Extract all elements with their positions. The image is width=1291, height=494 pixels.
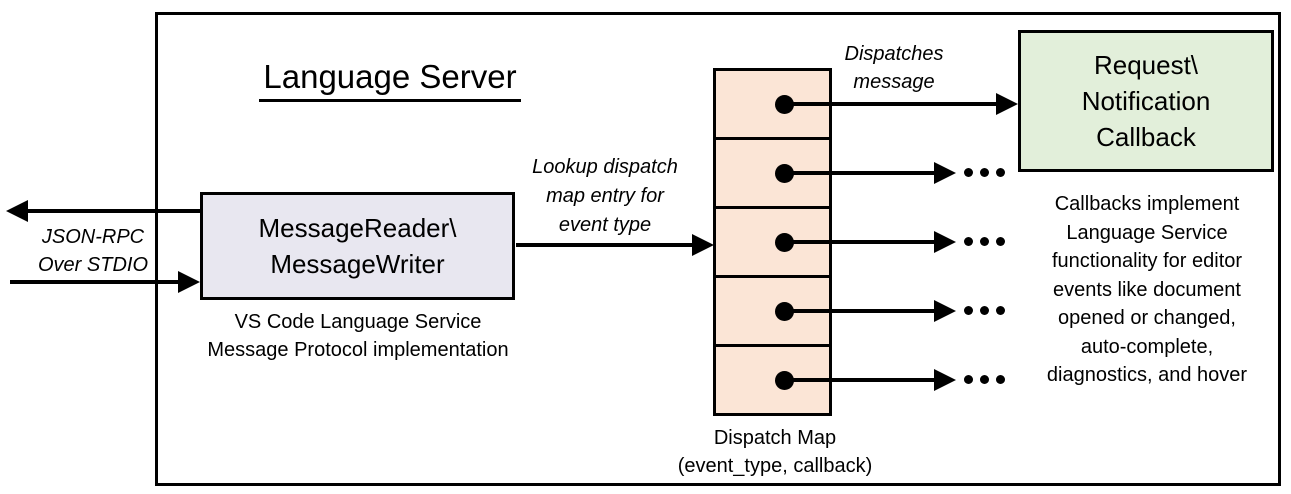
page-title: Language Server [190, 58, 590, 102]
lookup-label-line1: Lookup dispatch [532, 156, 678, 178]
callback-box-line3: Callback [1096, 122, 1196, 152]
dispatch-arrow-3-head-icon [934, 231, 956, 253]
dispatch-arrow-3-line [785, 240, 936, 244]
stdio-in-arrowhead-icon [178, 271, 200, 293]
callbacks-note-line6: auto-complete, [1080, 335, 1214, 358]
callback-box-line2: Notification [1081, 86, 1211, 116]
stdio-in-arrow-line [10, 280, 180, 284]
callbacks-note: Callbacks implement Language Service fun… [1005, 190, 1289, 390]
json-rpc-label: JSON-RPC Over STDIO [18, 223, 168, 279]
callbacks-note-line3: functionality for editor [1051, 250, 1243, 272]
ellipsis-icon [964, 237, 1005, 246]
lookup-arrow-line [516, 243, 694, 247]
dispatch-arrow-5-head-icon [934, 369, 956, 391]
message-reader-writer-box: MessageReader\ MessageWriter [200, 192, 515, 300]
dispatches-label-line2: message [853, 71, 935, 93]
page-title-text: Language Server [259, 58, 521, 102]
stdio-out-arrow-line [24, 209, 200, 213]
callbacks-note-line4: events like document [1053, 278, 1241, 301]
ellipsis-icon [964, 375, 1005, 384]
lookup-label-line3: event type [558, 214, 652, 236]
callback-box-line1: Request\ [1093, 50, 1199, 80]
dispatch-arrow-4-head-icon [934, 300, 956, 322]
reader-caption: VS Code Language Service Message Protoco… [190, 308, 526, 364]
dispatch-map-label-line1: Dispatch Map [713, 427, 837, 449]
dispatch-arrow-2-line [785, 171, 936, 175]
dispatch-arrow-5-line [785, 378, 936, 382]
dispatch-dot-icon [775, 370, 794, 390]
lookup-label: Lookup dispatch map entry for event type [505, 153, 705, 240]
callbacks-note-line5: opened or changed, [1058, 307, 1236, 329]
dispatch-dot-icon [775, 163, 794, 183]
dispatch-dot-icon [775, 94, 794, 114]
callbacks-note-line7: diagnostics, and hover [1046, 364, 1248, 386]
dispatch-map-label-line2: (event_type, callback) [677, 455, 873, 477]
reader-box-line1: MessageReader\ [258, 213, 457, 243]
reader-caption-line2: Message Protocol implementation [207, 339, 509, 361]
dispatch-arrow-1-head-icon [996, 93, 1018, 115]
json-rpc-label-line1: JSON-RPC [41, 226, 145, 248]
dispatch-arrow-1-line [785, 102, 998, 106]
ellipsis-icon [964, 168, 1005, 177]
dispatches-label-line1: Dispatches [844, 43, 944, 65]
request-notification-callback-box: Request\ Notification Callback [1018, 30, 1274, 172]
dispatch-dot-icon [775, 232, 794, 252]
dispatch-map-label: Dispatch Map (event_type, callback) [655, 424, 895, 480]
callbacks-note-line2: Language Service [1066, 221, 1228, 244]
reader-box-line2: MessageWriter [270, 249, 445, 279]
callbacks-note-line1: Callbacks implement [1054, 193, 1240, 215]
dispatches-label: Dispatches message [828, 40, 960, 96]
dispatch-dot-icon [775, 301, 794, 321]
ellipsis-icon [964, 306, 1005, 315]
stdio-out-arrowhead-icon [6, 200, 28, 222]
lookup-label-line2: map entry for [546, 185, 664, 207]
dispatch-arrow-4-line [785, 309, 936, 313]
dispatch-arrow-2-head-icon [934, 162, 956, 184]
lookup-arrowhead-icon [692, 234, 714, 256]
json-rpc-label-line2: Over STDIO [37, 254, 148, 276]
reader-caption-line1: VS Code Language Service [234, 311, 482, 333]
language-server-frame [155, 12, 1281, 486]
